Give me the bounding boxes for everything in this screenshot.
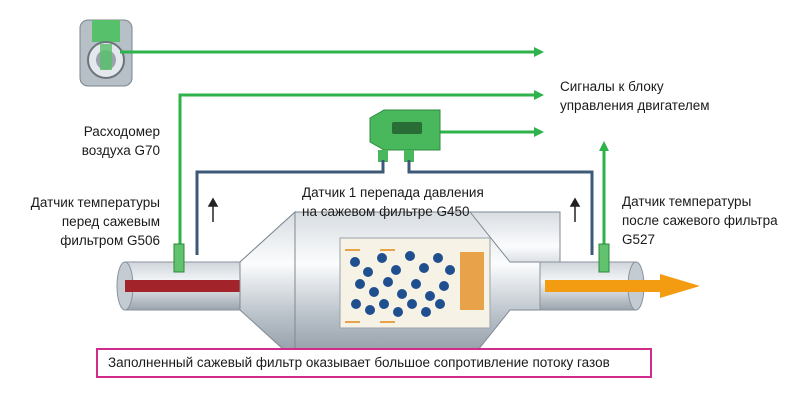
temperature-probe-icon — [173, 243, 610, 273]
label-temp-before-filter: Датчик температуры перед сажевым фильтро… — [30, 195, 160, 248]
signal-lines — [120, 47, 609, 248]
soot-deposit — [350, 251, 455, 317]
caption-box: Заполненный сажевый фильтр оказывает бол… — [96, 348, 652, 378]
flow-direction-arrows — [207, 197, 581, 222]
outlet-pipe — [539, 261, 700, 311]
label-signals-ecu: Сигналы к блоку управления двигателем — [560, 79, 710, 113]
caption-text: Заполненный сажевый фильтр оказывает бол… — [108, 355, 610, 370]
label-temp-after-filter: Датчик температуры после сажевого фильтр… — [622, 194, 778, 247]
pressure-lines — [195, 160, 594, 255]
particulate-filter-body — [239, 210, 561, 362]
label-pressure-diff-sensor: Датчик 1 перепада давления на сажевом фи… — [302, 185, 484, 219]
label-maf-sensor: Расходомер воздуха G70 — [81, 124, 160, 158]
air-mass-meter-icon — [79, 19, 133, 87]
pressure-sensor-icon — [369, 109, 441, 162]
